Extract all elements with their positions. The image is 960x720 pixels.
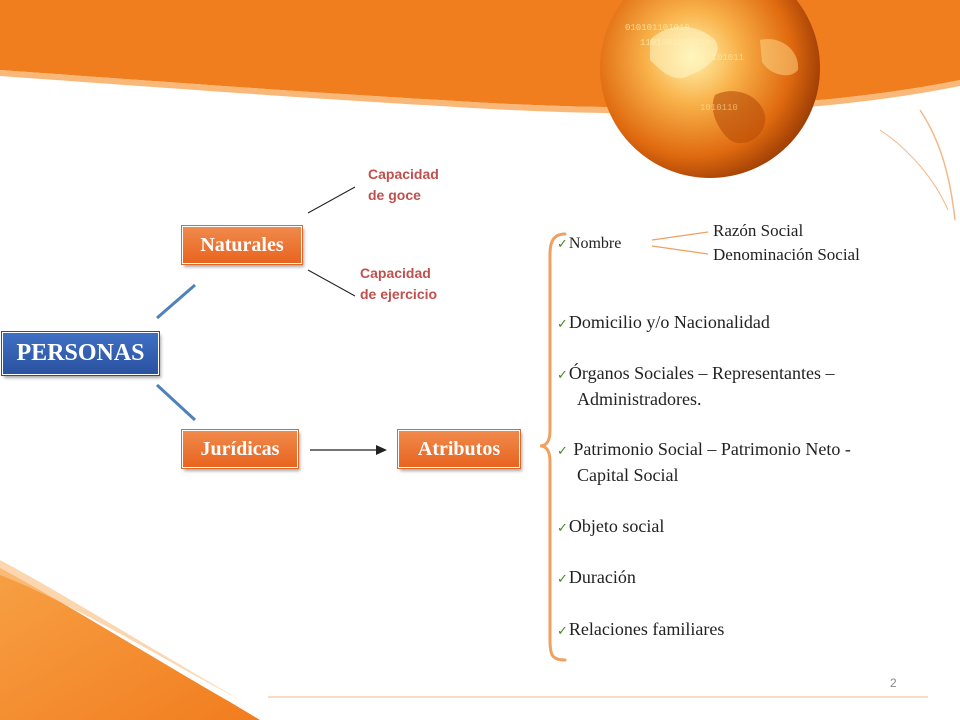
attribute-text: Relaciones familiares	[568, 619, 725, 639]
connector-personas-naturales	[156, 283, 196, 320]
capacidad-goce-line2: de goce	[368, 187, 421, 203]
bottom-left-shadow	[0, 560, 244, 702]
attribute-item: ✓Órganos Sociales – Representantes – Adm…	[557, 361, 835, 411]
svg-text:010101101010: 010101101010	[625, 23, 690, 33]
swoosh-line	[919, 109, 956, 221]
checkmark-icon: ✓	[557, 316, 568, 331]
svg-text:1101001010110: 1101001010110	[640, 38, 710, 48]
attribute-text-continued: Capital Social	[577, 465, 679, 485]
personas-box: PERSONAS	[2, 332, 159, 375]
denominacion-social-label: Denominación Social	[713, 243, 860, 267]
attribute-item: ✓Objeto social	[557, 514, 664, 540]
connector-nombre-denominacion	[651, 245, 709, 255]
atributos-box: Atributos	[398, 430, 520, 468]
nombre-option-denominacion: Denominación Social	[713, 245, 860, 264]
connector-naturales-ejercicio	[307, 269, 356, 297]
naturales-box: Naturales	[182, 226, 302, 264]
checkmark-icon: ✓	[557, 236, 568, 251]
attribute-item: ✓ Patrimonio Social – Patrimonio Neto - …	[557, 437, 851, 487]
attribute-text: Patrimonio Social – Patrimonio Neto -	[568, 439, 851, 459]
arrow-juridicas-atributos	[310, 445, 387, 455]
attribute-text: Duración	[568, 567, 636, 587]
bottom-left-orange-shape	[0, 568, 260, 720]
attribute-item: ✓Domicilio y/o Nacionalidad	[557, 310, 770, 336]
connector-personas-juridicas	[155, 383, 197, 422]
attribute-nombre: ✓Nombre	[557, 232, 621, 256]
svg-text:0101101011: 0101101011	[690, 53, 744, 63]
nombre-label: Nombre	[568, 235, 622, 252]
svg-text:1010110: 1010110	[700, 103, 738, 113]
attributes-bracket	[539, 232, 567, 662]
attribute-item: ✓Relaciones familiares	[557, 617, 724, 643]
capacidad-goce-label: Capacidad de goce	[368, 164, 478, 206]
attribute-text: Domicilio y/o Nacionalidad	[568, 312, 770, 332]
connector-nombre-razon	[651, 231, 709, 241]
juridicas-box: Jurídicas	[182, 430, 298, 468]
attribute-item: ✓Duración	[557, 565, 636, 591]
swoosh-line	[879, 129, 949, 211]
attribute-text: Objeto social	[568, 516, 665, 536]
top-band-highlight	[0, 70, 960, 114]
naturales-label: Naturales	[200, 233, 284, 256]
capacidad-ejercicio-line2: de ejercicio	[360, 286, 438, 302]
capacidad-ejercicio-label: Capacidad de ejercicio	[360, 263, 470, 305]
personas-label: PERSONAS	[16, 340, 145, 366]
capacidad-ejercicio-line1: Capacidad	[360, 265, 431, 281]
capacidad-goce-line1: Capacidad	[368, 166, 439, 182]
checkmark-icon: ✓	[557, 623, 568, 638]
page-number: 2	[890, 676, 897, 690]
atributos-label: Atributos	[417, 437, 501, 460]
juridicas-label: Jurídicas	[200, 437, 280, 460]
attribute-text: Órganos Sociales – Representantes –	[568, 363, 835, 383]
checkmark-icon: ✓	[557, 571, 568, 586]
checkmark-icon: ✓	[557, 367, 568, 382]
razon-social-label: Razón Social	[713, 219, 803, 243]
globe-icon: 010101101010 1101001010110 0101101011 10…	[600, 0, 820, 178]
connector-naturales-goce	[307, 186, 356, 214]
checkmark-icon: ✓	[557, 520, 568, 535]
attribute-text-continued: Administradores.	[577, 389, 702, 409]
nombre-option-razon: Razón Social	[713, 221, 804, 240]
checkmark-icon: ✓	[557, 443, 568, 458]
